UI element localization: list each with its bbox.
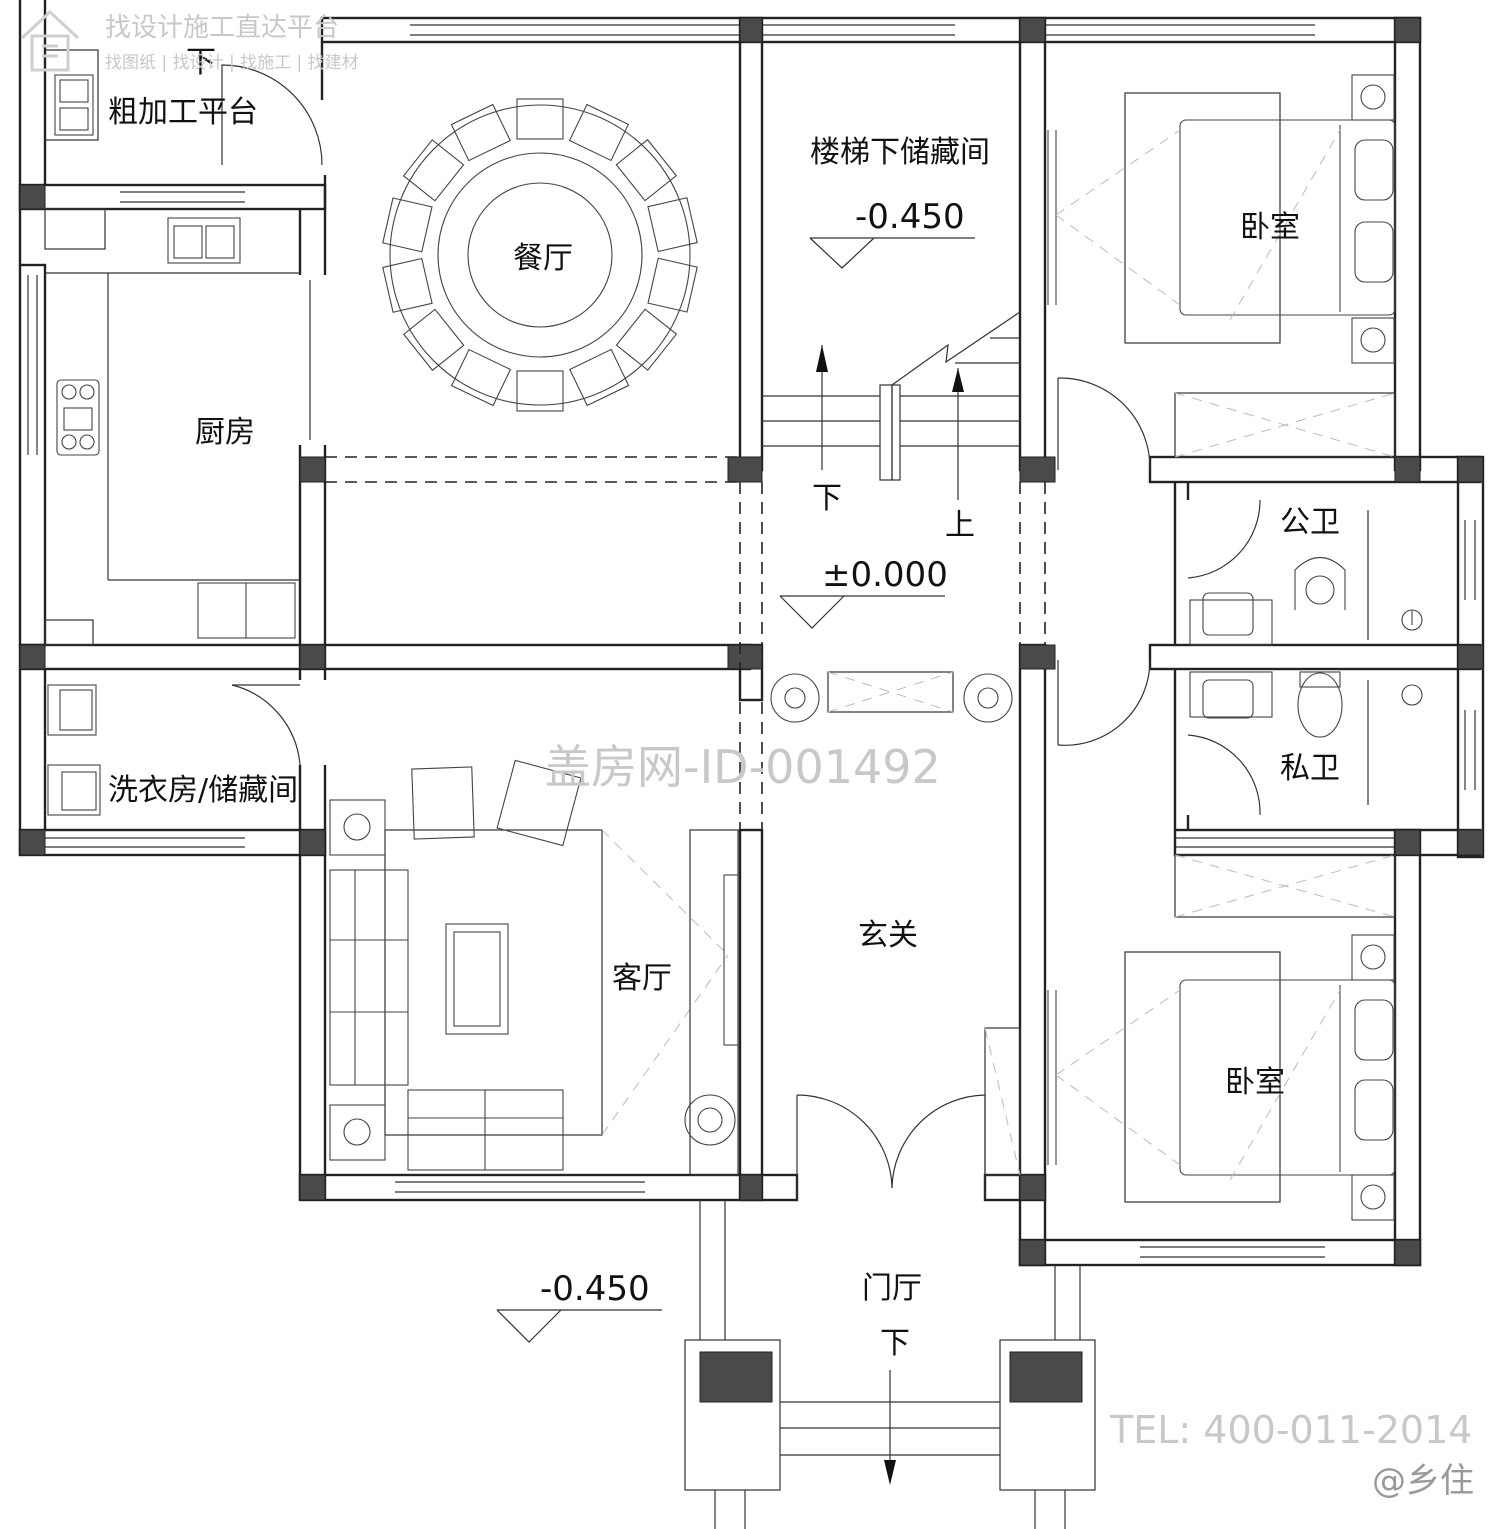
room-label-stair-storage: 楼梯下储藏间: [810, 135, 990, 170]
room-label-dining: 餐厅: [513, 241, 573, 276]
watermark-author: @乡住: [1372, 1461, 1474, 1501]
bedroom-top-furniture: [1047, 74, 1396, 458]
room-label-foyer: 玄关: [858, 918, 918, 953]
stair-mark-down-entry: 下: [880, 1326, 910, 1361]
room-label-entry-hall: 门厅: [862, 1271, 922, 1306]
entry-porch: [684, 1200, 1096, 1529]
stair-mark-down-top: 下: [186, 45, 216, 80]
room-label-public-wc: 公卫: [1280, 505, 1340, 540]
room-label-bedroom-bottom: 卧室: [1225, 1065, 1285, 1100]
foyer-fixtures: [770, 671, 1021, 1176]
room-label-living: 客厅: [612, 961, 672, 996]
level-outside: -0.450: [540, 1269, 650, 1309]
room-label-kitchen: 厨房: [195, 415, 255, 450]
room-label-private-wc: 私卫: [1280, 751, 1340, 786]
bathroom-fixtures: [1189, 556, 1423, 738]
dashed-beams: [325, 456, 1046, 830]
watermark-id: 盖房网-ID-001492: [545, 740, 941, 794]
stair-mark-up: 上: [945, 508, 975, 543]
kitchen-fixtures: [44, 49, 311, 646]
room-label-bedroom-top: 卧室: [1240, 210, 1300, 245]
brand-logo-subtitle: 找图纸 | 找设计 | 找施工 | 找建材: [105, 53, 359, 73]
staircase: [762, 311, 1021, 500]
bedroom-bottom-furniture: [1047, 854, 1396, 1221]
living-furniture: [329, 759, 739, 1176]
dining-table: [382, 98, 698, 412]
stair-mark-down: 下: [812, 481, 842, 516]
brand-logo: [20, 9, 80, 72]
watermark-tel: TEL: 400-011-2014: [1109, 1408, 1472, 1452]
doors: [221, 64, 1261, 1200]
laundry-fixtures: [47, 684, 101, 816]
columns: [19, 17, 1484, 1266]
room-label-rough-platform: 粗加工平台: [108, 95, 258, 130]
brand-logo-title: 找设计施工直达平台: [105, 13, 339, 43]
room-label-laundry: 洗衣房/储藏间: [108, 773, 298, 808]
level-ground: ±0.000: [822, 555, 948, 595]
level-stair-storage: -0.450: [855, 197, 965, 237]
level-markers: [496, 237, 975, 1343]
